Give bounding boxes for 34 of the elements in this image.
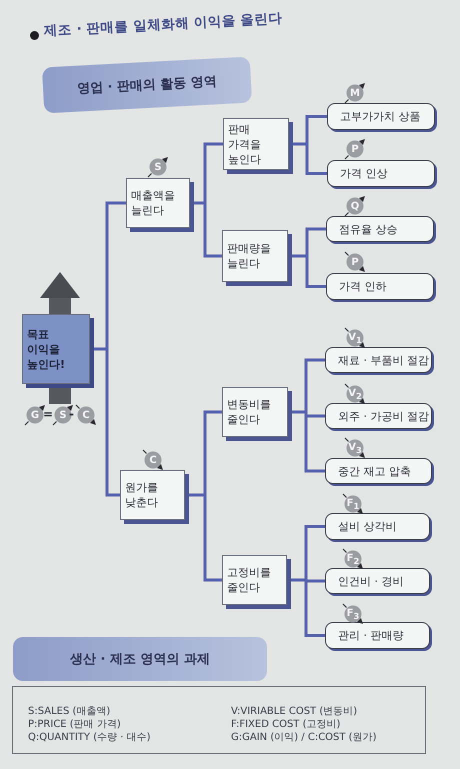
measure-box: 재료 · 부품비 절감: [325, 347, 432, 373]
legend-text: P:PRICE (판매 가격): [28, 718, 121, 731]
letter-badge: S: [147, 156, 169, 178]
title: 제조 · 판매를 일체화해 이익을 올린다: [44, 10, 283, 40]
letter-badge: V$_{1}$: [344, 327, 366, 349]
letter-badge: V$_{2}$: [344, 383, 366, 405]
legend-text: V:VIRIABLE COST (변동비): [231, 705, 358, 718]
measure-box: 가격 인하: [326, 273, 434, 300]
letter-badge: F$_{3}$: [342, 603, 364, 625]
letter-badge: V$_{3}$: [344, 437, 366, 459]
area-band: 영업 · 판매의 활동 영역: [42, 56, 252, 114]
measure-box: 중간 재고 압축: [325, 458, 432, 484]
measure-box: 관리 · 판매량: [325, 622, 430, 649]
letter-badge: F$_{2}$: [342, 548, 364, 570]
letter-badge: C: [142, 449, 164, 471]
letter-badge: F$_{1}$: [342, 493, 364, 515]
legend-text: S:SALES (매출액): [28, 705, 110, 718]
formula-sign: =: [43, 407, 54, 421]
measure-box: 외주 · 가공비 절감: [325, 403, 432, 429]
letter-badge: Q: [344, 195, 366, 217]
measure-box: 점유율 상승: [326, 216, 434, 242]
letter-badge: C: [75, 404, 97, 426]
letter-badge: P: [344, 251, 366, 273]
measure-box: 가격 인상: [327, 160, 435, 187]
measure-box: 설비 상각비: [325, 513, 430, 540]
measure-box: 고부가가치 상품: [327, 103, 435, 130]
legend-text: G:GAIN (이익) / C:COST (원가): [231, 731, 376, 744]
measure-box: 인건비 · 경비: [325, 568, 430, 594]
formula-sign: -: [69, 407, 74, 421]
letter-badge: M: [344, 82, 366, 104]
legend-text: F:FIXED COST (고정비): [231, 718, 340, 731]
area-band: 생산 · 제조 영역의 과제: [13, 637, 267, 681]
legend-text: Q:QUANTITY (수량 · 대수): [28, 731, 151, 744]
letter-badge: P: [344, 138, 366, 160]
